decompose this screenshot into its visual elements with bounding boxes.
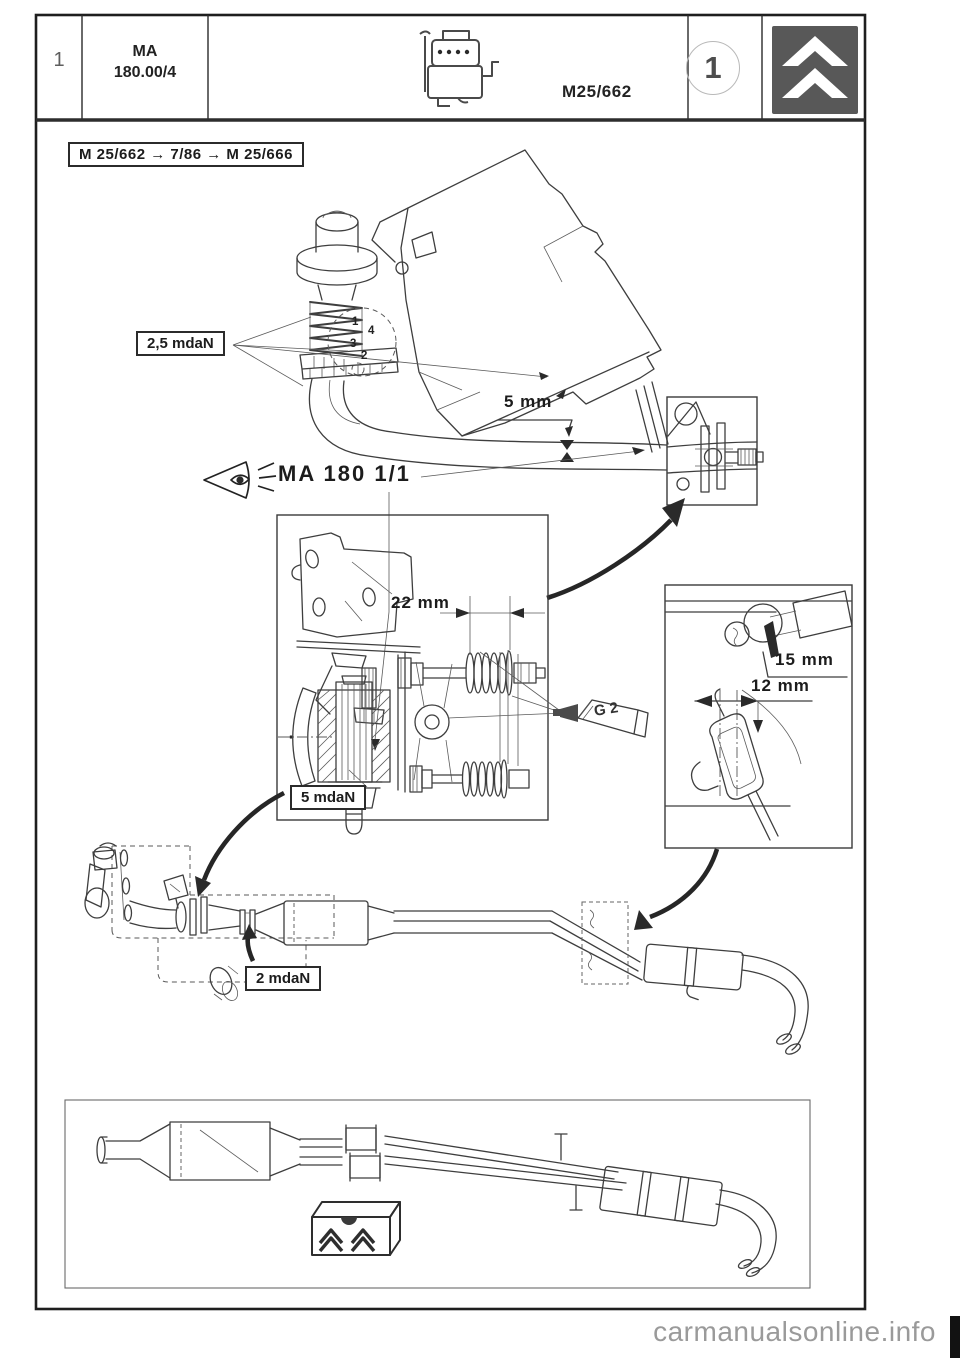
header-model-code: M25/662 bbox=[562, 82, 632, 101]
right-detail-box bbox=[634, 584, 853, 930]
glue-tube-icon bbox=[553, 699, 649, 738]
watermark: carmanualsonline.info bbox=[653, 1316, 936, 1347]
torque-label-stud: 5 mdaN bbox=[290, 785, 367, 810]
citroen-logo-icon bbox=[772, 26, 858, 114]
manifold-port-number: 2 bbox=[361, 350, 368, 362]
clearance-label: 5 mm bbox=[504, 392, 553, 411]
manifold-port-number: 4 bbox=[368, 325, 375, 337]
page-frame bbox=[34, 13, 867, 1311]
dimension-label-12mm: 12 mm bbox=[751, 676, 810, 695]
scan-edge-bar bbox=[950, 1316, 960, 1358]
engine-manifold-drawing bbox=[232, 149, 669, 751]
torque-label-manifold: 2,5 mdaN bbox=[136, 331, 225, 356]
citroen-parts-box-icon bbox=[311, 1201, 401, 1256]
dimension-label-22mm: 22 mm bbox=[391, 593, 450, 612]
torque-label-clamp: 2 mdaN bbox=[245, 966, 322, 991]
doc-ref-line2: 180.00/4 bbox=[113, 64, 177, 81]
manifold-port-number: 1 bbox=[352, 316, 359, 328]
manifold-port-number: 3 bbox=[350, 338, 357, 350]
inspection-ref-label: MA 180 1/1 bbox=[278, 461, 411, 486]
revision-box: M 25/662 → 7/86 → M 25/666 bbox=[68, 142, 304, 167]
exhaust-assembly-drawing bbox=[84, 842, 809, 1055]
engine-icon bbox=[419, 30, 499, 107]
header-index: 1 bbox=[53, 49, 65, 71]
spare-parts-box bbox=[64, 1099, 811, 1289]
sheet-number-badge: 1 bbox=[686, 41, 740, 95]
center-detail-box bbox=[195, 514, 564, 897]
coupling-detail-box bbox=[546, 396, 764, 601]
dimension-label-15mm: 15 mm bbox=[775, 650, 834, 669]
doc-ref-line1: MA bbox=[132, 43, 158, 60]
header-doc-ref: MA 180.00/4 bbox=[82, 41, 208, 83]
inspection-eye-icon bbox=[203, 461, 277, 499]
